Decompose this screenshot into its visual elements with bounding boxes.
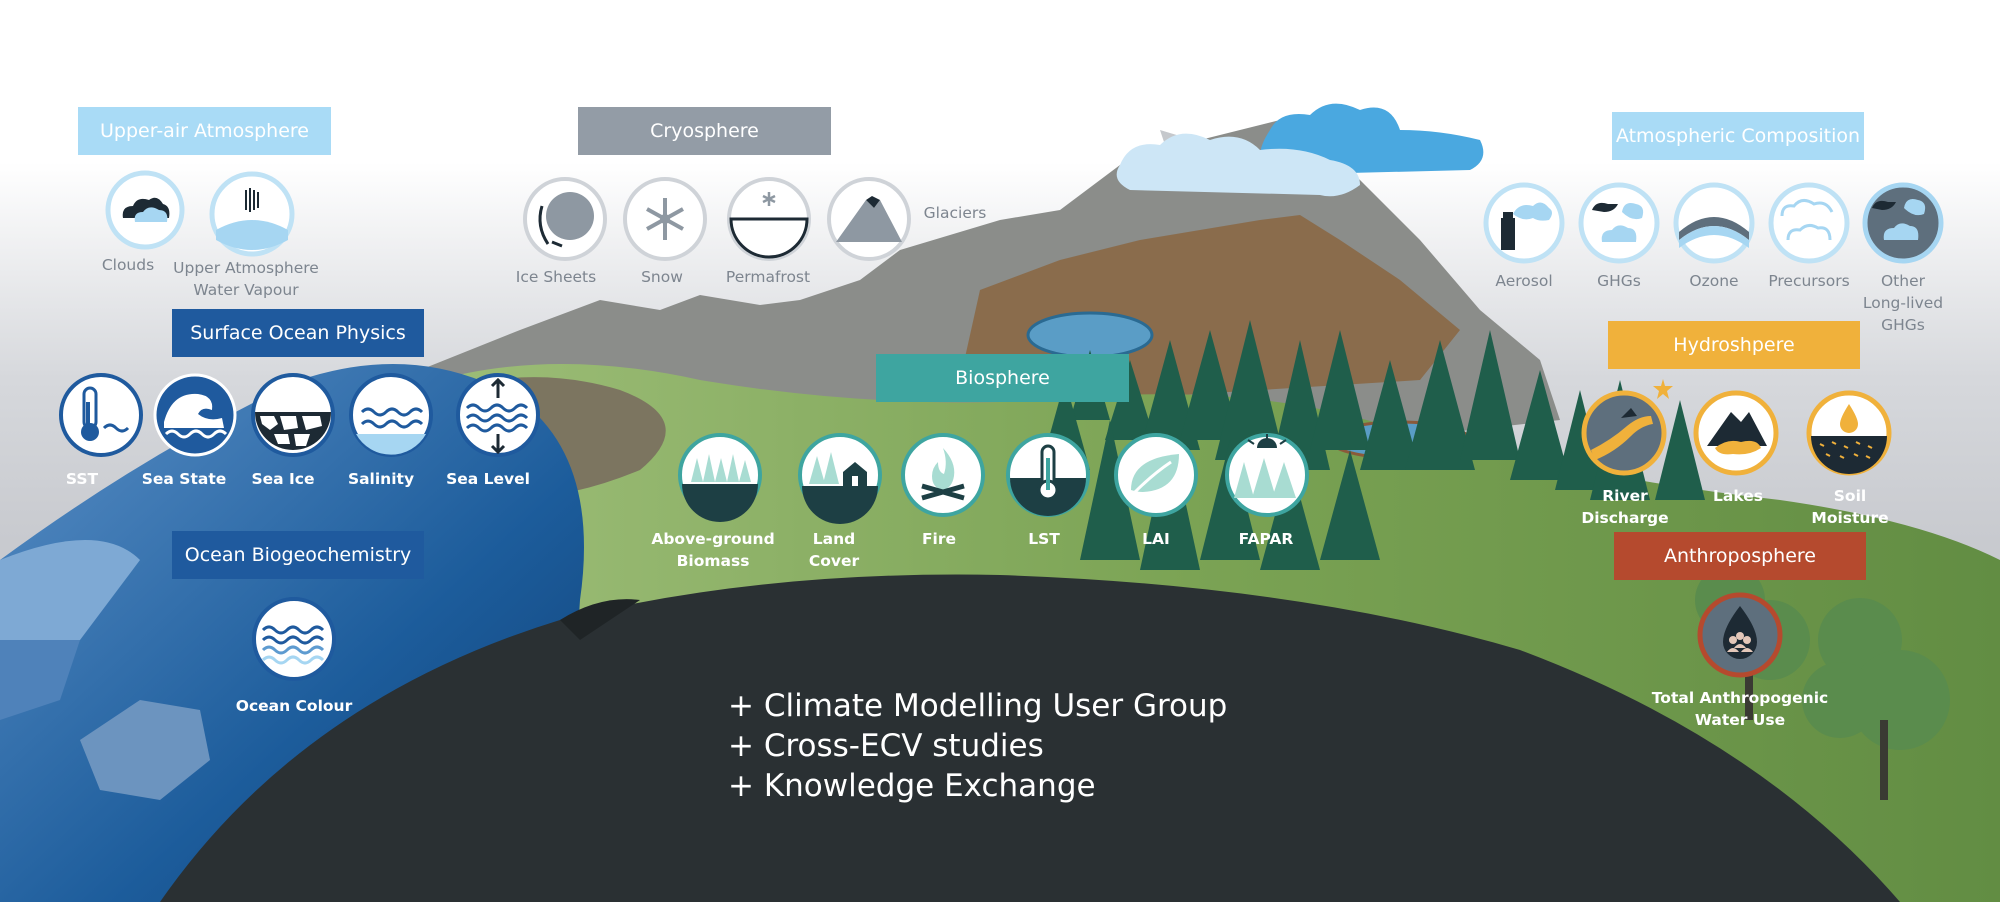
lai-label: LAI [1142, 530, 1170, 548]
river-discharge-icon [1581, 390, 1667, 476]
sea-ice-label: Sea Ice [251, 470, 315, 488]
above-ground-biomass-label-2: Biomass [676, 552, 750, 570]
category-upper-air-atmosphere: Upper-air Atmosphere [78, 107, 331, 155]
ozone-label: Ozone [1689, 272, 1739, 290]
river-discharge-label-1: River [1602, 487, 1648, 505]
precursors-icon [1768, 182, 1850, 264]
permafrost-icon [726, 176, 812, 262]
other-ghgs-label-3: GHGs [1881, 316, 1925, 334]
water-vapour-label-1: Upper Atmosphere [173, 259, 319, 277]
ice-sheets-icon [522, 176, 608, 262]
cross-cutting-activities: + Climate Modelling User Group + Cross-E… [728, 686, 1227, 806]
sea-ice-icon [250, 372, 336, 458]
other-ghgs-label-1: Other [1880, 272, 1925, 290]
ozone-icon [1673, 182, 1755, 264]
ghgs-icon [1578, 182, 1660, 264]
sst-label: SST [65, 470, 99, 488]
aerosol-label: Aerosol [1495, 272, 1553, 290]
salinity-label: Salinity [347, 470, 415, 488]
sea-state-label: Sea State [141, 470, 227, 488]
category-ocean-biogeochemistry: Ocean Biogeochemistry [172, 531, 424, 579]
category-atmospheric-composition: Atmospheric Composition [1612, 112, 1864, 160]
total-water-use-label-1: Total Anthropogenic [1651, 689, 1829, 707]
lst-label: LST [1028, 530, 1060, 548]
above-ground-biomass-label-1: Above-ground [651, 530, 775, 548]
snow-icon [622, 176, 708, 262]
fire-icon [900, 432, 986, 518]
snow-label: Snow [641, 268, 683, 286]
ocean-colour-icon [251, 596, 337, 682]
activity-cross-ecv: + Cross-ECV studies [728, 728, 1044, 764]
land-cover-icon [797, 432, 883, 524]
ocean-colour-label: Ocean Colour [235, 697, 353, 715]
clouds-label: Clouds [101, 256, 155, 274]
ghgs-label: GHGs [1597, 272, 1641, 290]
total-water-use-icon [1697, 592, 1783, 678]
permafrost-label: Permafrost [725, 268, 811, 286]
glaciers-icon [826, 176, 912, 262]
lst-icon [1005, 432, 1091, 518]
activity-knowledge-exchange: + Knowledge Exchange [728, 768, 1096, 804]
category-biosphere: Biosphere [876, 354, 1129, 402]
category-surface-ocean-physics: Surface Ocean Physics [172, 309, 424, 357]
clouds-scenery [1116, 103, 1484, 197]
river-discharge-label-2: Discharge [1581, 509, 1669, 527]
glaciers-label: Glaciers [923, 204, 987, 222]
fapar-icon [1224, 432, 1310, 518]
sea-level-icon [455, 372, 541, 458]
lakes-icon [1693, 390, 1779, 476]
water-vapour-icon [208, 170, 296, 258]
above-ground-biomass-icon [677, 432, 763, 522]
category-anthroposphere: Anthroposphere [1614, 532, 1866, 580]
sea-state-icon [152, 372, 238, 458]
salinity-icon [348, 372, 434, 458]
clouds-icon [105, 170, 185, 250]
water-vapour-label-2: Water Vapour [193, 281, 299, 299]
lakes-label: Lakes [1713, 487, 1763, 505]
land-cover-label-2: Cover [808, 552, 860, 570]
category-hydrosphere: Hydroshpere [1608, 321, 1860, 369]
activity-cmug: + Climate Modelling User Group [728, 688, 1228, 724]
ice-sheets-label: Ice Sheets [515, 268, 597, 286]
other-ghgs-icon [1862, 182, 1944, 264]
precursors-label: Precursors [1768, 272, 1850, 290]
star-icon [1652, 378, 1674, 400]
other-ghgs-label-2: Long-lived [1862, 294, 1944, 312]
soil-moisture-label-2: Moisture [1811, 509, 1889, 527]
planet-cutaway [160, 574, 1900, 902]
sst-icon [58, 372, 144, 458]
fire-label: Fire [921, 530, 957, 548]
soil-moisture-label-1: Soil [1833, 487, 1867, 505]
land-cover-label-1: Land [812, 530, 856, 548]
aerosol-icon [1483, 182, 1565, 264]
soil-moisture-icon [1806, 390, 1892, 476]
fapar-label: FAPAR [1238, 530, 1294, 548]
sea-level-label: Sea Level [446, 470, 530, 488]
lai-icon [1113, 432, 1199, 518]
total-water-use-label-2: Water Use [1694, 711, 1786, 729]
category-cryosphere: Cryosphere [578, 107, 831, 155]
